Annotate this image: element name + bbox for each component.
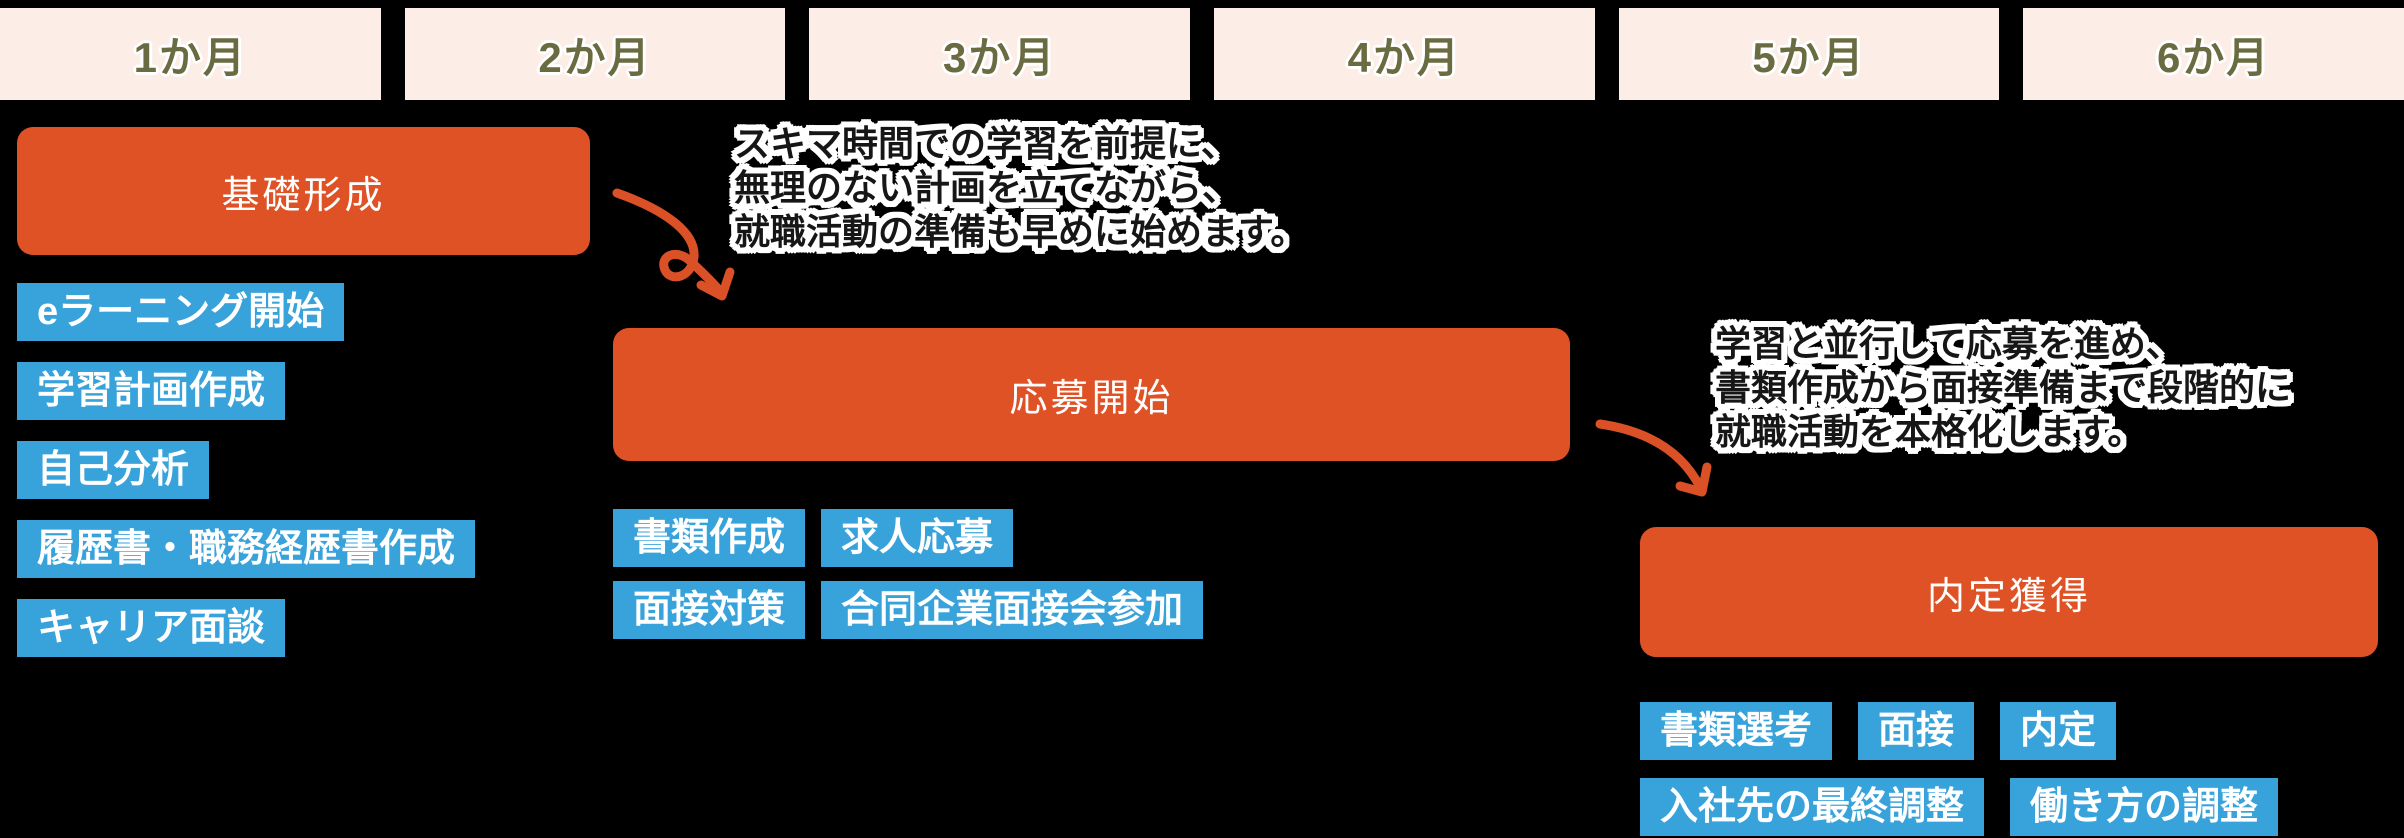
- annotation-line: 学習と並行して応募を進め、: [1715, 323, 2182, 364]
- task-tag: 書類作成: [613, 509, 806, 567]
- task-tag: 求人応募: [821, 509, 1014, 567]
- curved-arrow-icon: [1595, 419, 1712, 497]
- task-tag: 合同企業面接会参加: [821, 581, 1204, 639]
- month-label: 4か月: [1347, 33, 1461, 81]
- annotation-line: 就職活動を本格化します。: [1715, 411, 2144, 452]
- month-label: 1か月: [133, 33, 247, 81]
- task-tag: 働き方の調整: [2010, 778, 2279, 836]
- phase-bar-title: 基礎形成: [221, 174, 386, 217]
- month-label: 5か月: [1752, 33, 1866, 81]
- phase-3-tag-list: 書類選考 面接 内定 入社先の最終調整 働き方の調整: [1640, 702, 2279, 836]
- annotation-line: 就職活動の準備も早めに始めます。: [734, 211, 1307, 252]
- curved-loop-arrow-icon: [612, 188, 735, 301]
- month-cell-1: 1か月: [0, 8, 381, 100]
- phase-2-tag-list: 書類作成 求人応募 面接対策 合同企業面接会参加: [613, 509, 1204, 639]
- annotation-line: 書類作成から面接準備まで段階的に: [1715, 367, 2292, 408]
- task-tag: 書類選考: [1640, 702, 1833, 760]
- month-label: 6か月: [2156, 33, 2271, 81]
- task-tag: 履歴書・職務経歴書作成: [17, 520, 476, 578]
- month-header-row: 1か月 2か月 3か月 4か月 5か月 6か月: [0, 8, 2404, 100]
- task-tag: eラーニング開始: [17, 283, 345, 341]
- month-cell-3: 3か月: [809, 8, 1190, 100]
- tag-row: 書類選考 面接 内定: [1640, 702, 2117, 760]
- task-tag: 自己分析: [17, 441, 210, 499]
- task-tag: 面接: [1858, 702, 1975, 760]
- month-cell-6: 6か月: [2023, 8, 2404, 100]
- tag-row: 面接対策 合同企業面接会参加: [613, 581, 1204, 639]
- task-tag: 入社先の最終調整: [1640, 778, 1985, 836]
- month-cell-5: 5か月: [1618, 8, 2000, 100]
- month-label: 2か月: [538, 33, 652, 81]
- task-tag: キャリア面談: [17, 599, 286, 657]
- month-cell-2: 2か月: [404, 8, 786, 100]
- phase-bar-title: 内定獲得: [1926, 575, 2091, 618]
- phase-1-tag-list: eラーニング開始 学習計画作成 自己分析 履歴書・職務経歴書作成 キャリア面談: [17, 283, 476, 657]
- annotation-line: 無理のない計画を立てながら、: [734, 167, 1239, 208]
- tag-row: 書類作成 求人応募: [613, 509, 1014, 567]
- month-cell-4: 4か月: [1213, 8, 1595, 100]
- phase-bar-foundation: 基礎形成: [17, 127, 590, 255]
- tag-row: 入社先の最終調整 働き方の調整: [1640, 778, 2279, 836]
- annotation-phase1-to-2: スキマ時間での学習を前提に、 無理のない計画を立てながら、 就職活動の準備も早め…: [734, 122, 1306, 254]
- phase-bar-title: 応募開始: [1009, 378, 1174, 420]
- task-tag: 学習計画作成: [17, 362, 286, 420]
- task-tag: 面接対策: [613, 581, 806, 639]
- annotation-phase2-to-3: 学習と並行して応募を進め、 書類作成から面接準備まで段階的に 就職活動を本格化し…: [1715, 322, 2291, 454]
- phase-bar-application: 応募開始: [613, 328, 1570, 461]
- phase-bar-offer: 内定獲得: [1640, 527, 2378, 657]
- task-tag: 内定: [2000, 702, 2117, 760]
- annotation-line: スキマ時間での学習を前提に、: [734, 123, 1237, 164]
- month-label: 3か月: [942, 33, 1057, 81]
